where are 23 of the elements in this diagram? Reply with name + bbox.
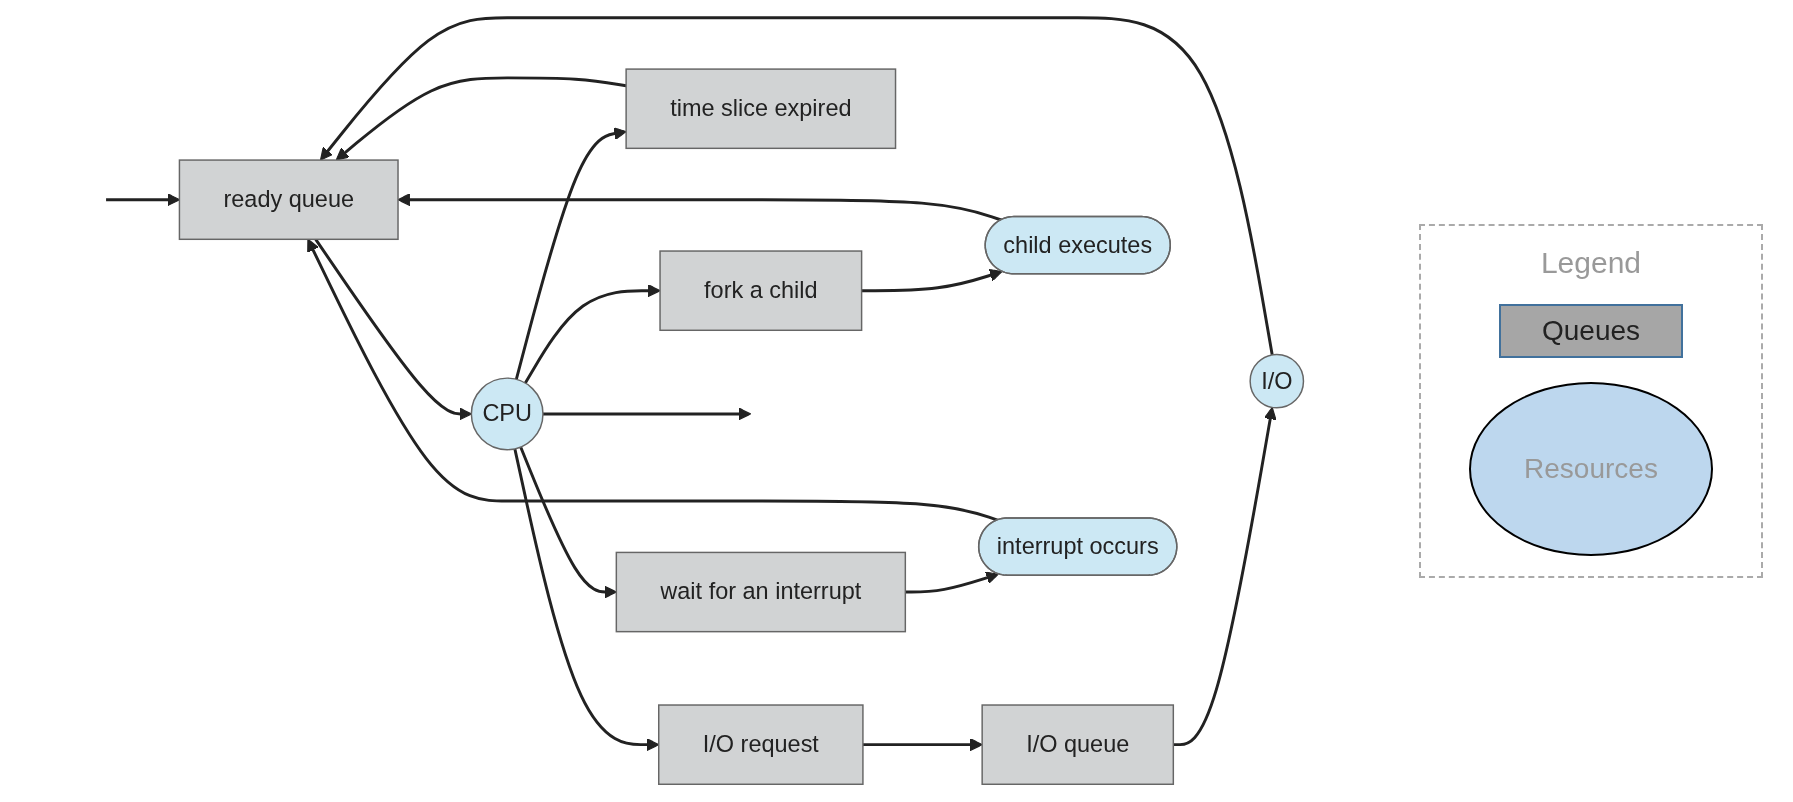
node-box: wait for an interrupt	[615, 551, 907, 633]
arrow	[106, 193, 180, 207]
legend-title: Legend	[1540, 246, 1642, 280]
legend-swatch: Queues	[1499, 304, 1683, 358]
node-box: fork a child	[659, 250, 863, 331]
arrow	[307, 238, 999, 522]
node-circle: CPU	[470, 377, 544, 451]
node-circle: I/O	[1249, 353, 1305, 409]
node-box: I/O queue	[981, 704, 1175, 785]
arrow	[1173, 406, 1277, 747]
arrow	[861, 268, 1003, 293]
arrow	[524, 284, 661, 384]
node-box: time slice expired	[625, 68, 897, 150]
arrow	[514, 127, 627, 380]
arrow	[314, 238, 472, 421]
arrow	[335, 76, 627, 161]
arrow	[905, 571, 999, 594]
arrow	[519, 446, 617, 599]
arrow	[319, 16, 1274, 356]
legend-swatch: Resources	[1469, 382, 1713, 556]
arrow	[862, 738, 983, 752]
node-box: I/O request	[658, 704, 864, 785]
node-box: ready queue	[178, 159, 399, 241]
